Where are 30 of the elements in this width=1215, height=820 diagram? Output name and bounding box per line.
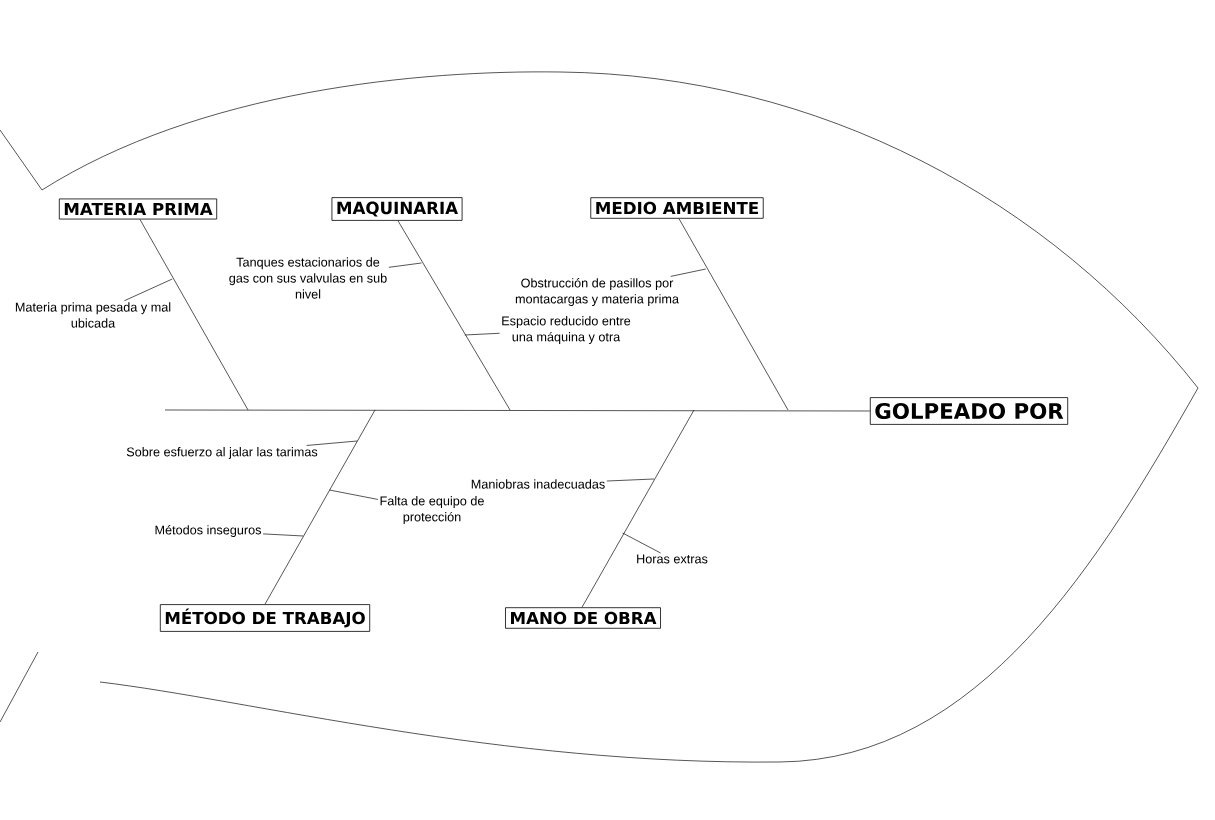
category-box: MAQUINARIA [331, 197, 463, 221]
cause-text: Espacio reducido entre una máquina y otra [502, 316, 631, 344]
leader-line [464, 332, 500, 336]
leader-line [329, 489, 379, 500]
leader-line [388, 262, 422, 268]
category-box: MATERIA PRIMA [58, 198, 218, 220]
cause-text: Tanques estacionarios de gas con sus valvulas en sub nivel [229, 257, 387, 299]
category-box: MÉTODO DE TRABAJO [159, 604, 371, 632]
cause-text: Sobre esfuerzo al jalar las tarimas [126, 447, 318, 459]
leader-line [124, 278, 173, 302]
leader-line [306, 440, 358, 446]
category-box: MEDIO AMBIENTE [590, 197, 764, 219]
cause-text: Falta de equipo de protección [380, 496, 484, 524]
bone-line [581, 409, 695, 608]
category-box: MANO DE OBRA [505, 607, 661, 629]
leader-line [670, 268, 707, 277]
leader-line [606, 478, 655, 482]
cause-text: Maniobras inadecuadas [471, 479, 605, 489]
leader-line [622, 532, 661, 554]
cause-text: Materia prima pesada y mal ubicada [15, 302, 171, 328]
cause-text: Horas extras [637, 554, 708, 564]
bone-line [397, 220, 511, 411]
cause-text: Métodos inseguros [155, 525, 262, 537]
leader-line [262, 533, 304, 537]
bone-line [139, 219, 249, 411]
cause-text: Obstrucción de pasillos por montacargas y materia prima [515, 278, 679, 306]
bone-line [264, 409, 376, 605]
spine-line [164, 409, 871, 412]
bone-line [678, 218, 789, 411]
effect-box: GOLPEADO POR [869, 397, 1069, 425]
